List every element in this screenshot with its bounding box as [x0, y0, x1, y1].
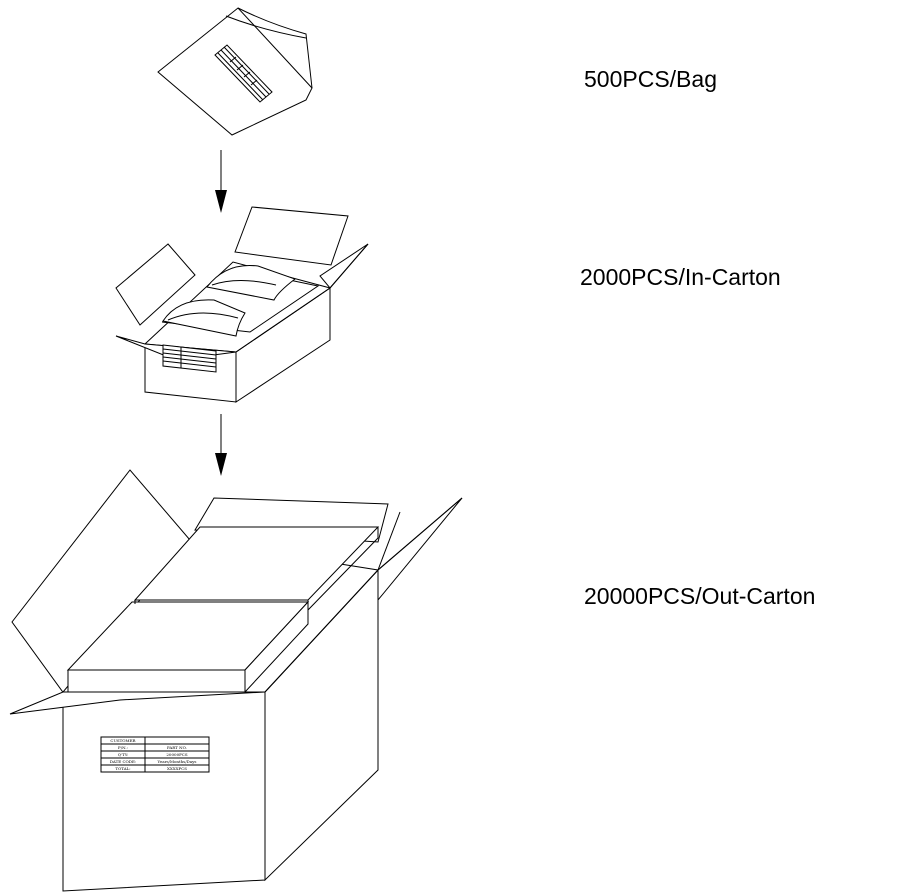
- label-value-pn: PART NO.: [167, 745, 187, 750]
- label-key-pn: P/N.:: [118, 745, 128, 750]
- label-key-customer: CUSTOMER: [110, 738, 136, 743]
- arrow-down-icon: [215, 414, 227, 476]
- bag-illustration: [157, 7, 313, 136]
- arrow-down-icon: [215, 150, 227, 213]
- label-value-qty: 20000PCS: [166, 752, 187, 757]
- label-key-total: TOTAL:: [115, 766, 130, 771]
- out-carton-illustration: CUSTOMER P/N.: PART NO. Q'TY: 20000PCS D…: [9, 469, 463, 892]
- bag-quantity-label: 500PCS/Bag: [584, 66, 717, 92]
- in-carton-illustration: [115, 206, 369, 403]
- label-key-qty: Q'TY:: [118, 752, 129, 757]
- bag-barcode: [214, 44, 273, 103]
- out-carton-quantity-label: 20000PCS/Out-Carton: [584, 583, 816, 609]
- in-carton-label: [162, 344, 217, 373]
- label-key-date-code: DATE CODE:: [110, 759, 137, 764]
- label-value-total: XXXXPCS: [167, 766, 187, 771]
- label-value-date-code: Years/Months/Days: [157, 759, 197, 764]
- in-carton-quantity-label: 2000PCS/In-Carton: [580, 264, 781, 290]
- out-carton-label: CUSTOMER P/N.: PART NO. Q'TY: 20000PCS D…: [100, 736, 210, 773]
